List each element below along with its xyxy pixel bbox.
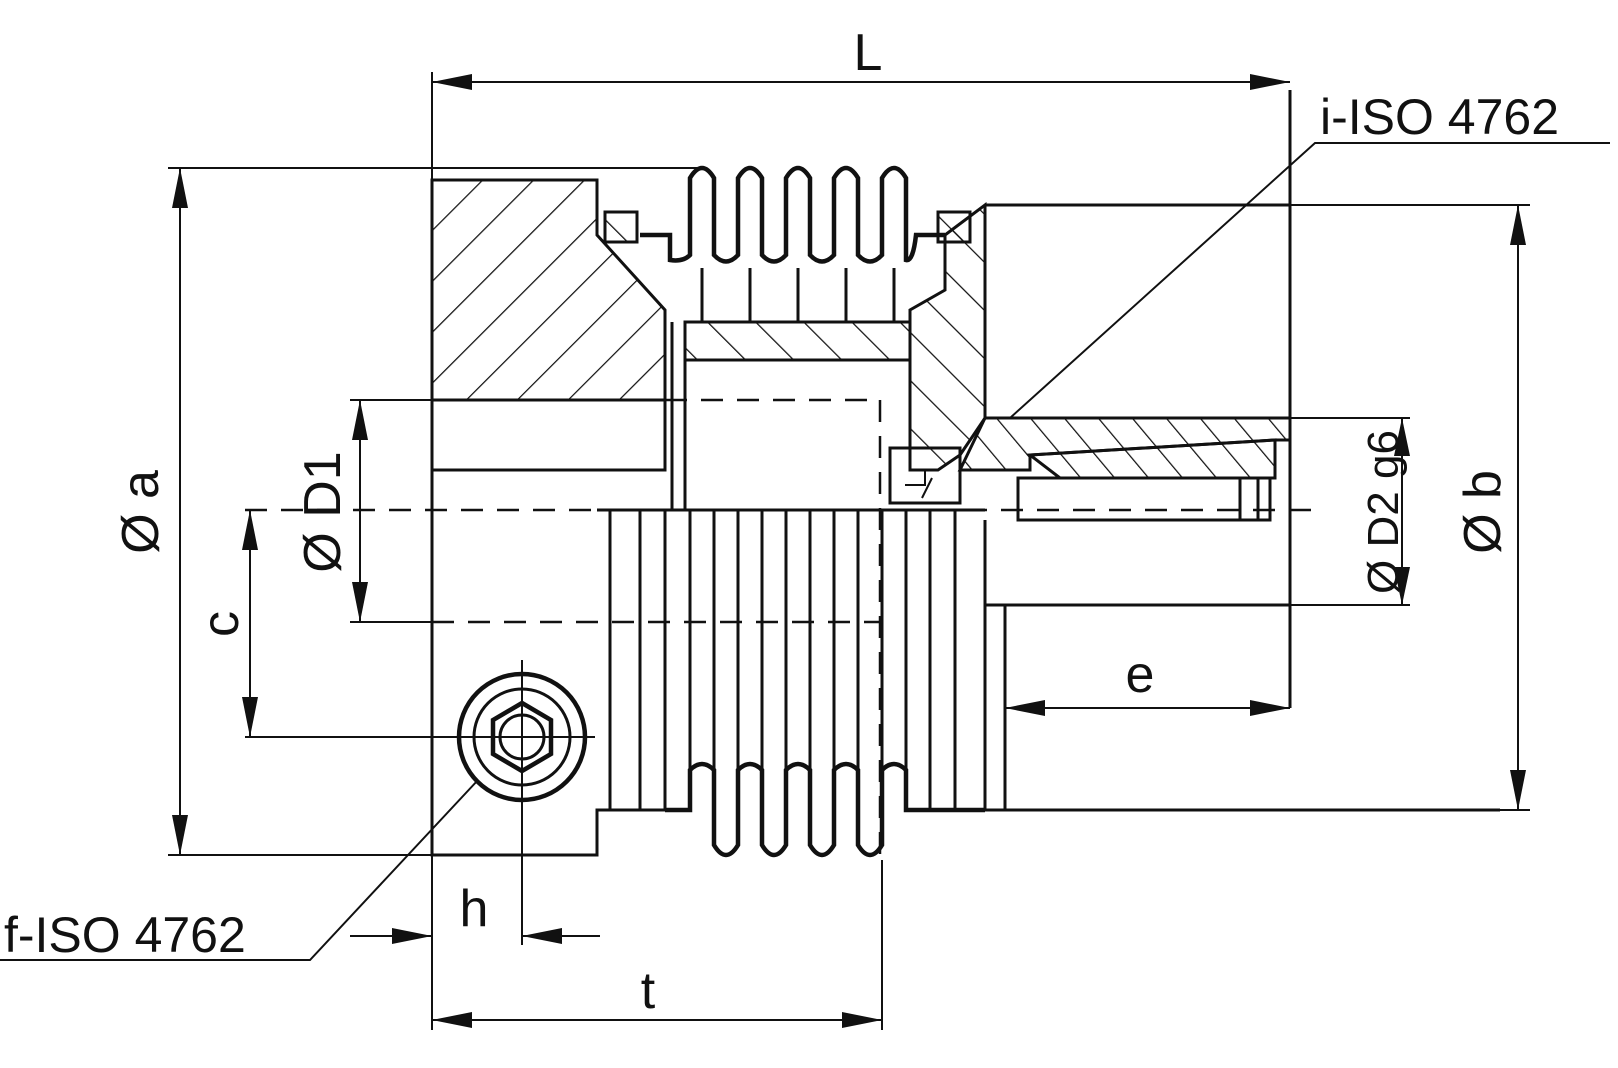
dim-L-label: L: [854, 24, 883, 82]
right-hub-lower-outline: [983, 520, 1290, 607]
dim-h-label: h: [460, 880, 489, 938]
dim-b-arrow-top: [1510, 205, 1526, 245]
dim-D2-arrow-bottom: [1394, 567, 1410, 605]
left-hub-bore-band: [430, 398, 667, 472]
dim-e-arrow-left: [1005, 700, 1045, 716]
label-i-iso: i-ISO 4762: [1320, 89, 1559, 145]
dim-D1-label: Ø D1: [294, 451, 352, 572]
dim-e-label: e: [1126, 646, 1155, 704]
dim-L-arrow-right: [1250, 74, 1290, 90]
dim-h-arrow-right: [522, 928, 562, 944]
clamp-screw-tip: [1238, 476, 1272, 522]
right-hub-flange-section: [908, 202, 987, 472]
key-symbol: [905, 470, 933, 499]
dim-c-arrow-bottom: [242, 697, 258, 737]
leader-f-iso: [0, 779, 479, 961]
dim-c-arrow-top: [242, 510, 258, 550]
dimensions: L Ø a Ø D1 c Ø D2 g6 Ø b: [112, 24, 1530, 1030]
dim-L-arrow-left: [432, 74, 472, 90]
dim-a-label: Ø a: [112, 470, 170, 554]
dim-D1-arrow-bottom: [352, 582, 368, 622]
dim-b-label: Ø b: [1454, 470, 1512, 554]
left-hub-lower-outline: [430, 400, 665, 857]
dim-e-arrow-right: [1250, 700, 1290, 716]
dim-D2-label: Ø D2 g6: [1359, 430, 1408, 594]
dim-t-arrow-left: [432, 1012, 472, 1028]
inner-sleeve-section: [683, 320, 912, 362]
dim-t-arrow-right: [842, 1012, 882, 1028]
leader-i-iso: [1009, 142, 1610, 419]
dim-c-label: c: [192, 611, 250, 637]
clamp-screw-slot: [1016, 476, 1260, 522]
weld-ring-left: [603, 210, 639, 244]
clamping-cone-inner: [1025, 438, 1277, 480]
bellows-bottom: [597, 508, 985, 858]
dim-D2-arrow-top: [1394, 418, 1410, 456]
dim-t-label: t: [641, 962, 656, 1020]
dim-h-arrow-left: [392, 928, 432, 944]
dim-a-arrow-bottom: [172, 815, 188, 855]
dim-b-arrow-bottom: [1510, 770, 1526, 810]
label-f-iso: f-ISO 4762: [4, 907, 246, 963]
bellows-top-wave: [640, 165, 945, 264]
bellows-top: [603, 165, 972, 322]
dim-D1-arrow-top: [352, 400, 368, 440]
leaders: i-ISO 4762 f-ISO 4762: [0, 89, 1610, 963]
dim-a-arrow-top: [172, 168, 188, 208]
bellows-bottom-wave: [665, 761, 985, 858]
hub-key: [888, 446, 962, 505]
